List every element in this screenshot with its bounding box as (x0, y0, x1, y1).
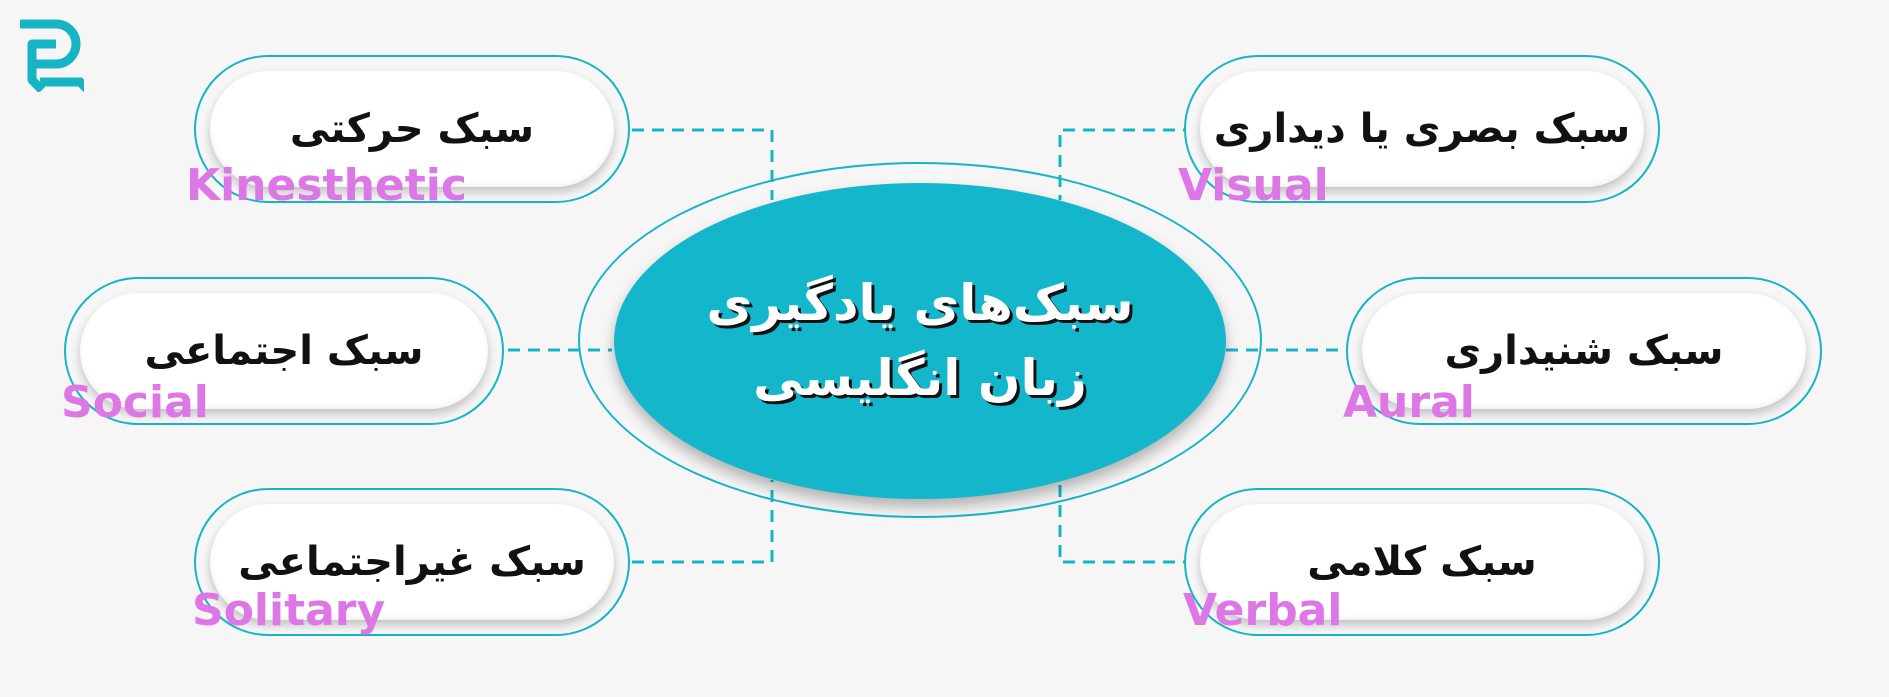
central-topic-outline (578, 162, 1262, 518)
node-kinesthetic-english-label: Kinesthetic (186, 160, 467, 211)
node-verbal: سبک کلامی (1184, 488, 1660, 636)
connector-verbal (1058, 480, 1195, 564)
connector-kinesthetic (612, 128, 774, 200)
connector-solitary (612, 480, 774, 564)
node-kinesthetic-label: سبک حرکتی (289, 106, 535, 152)
node-aural: سبک شنیداری (1346, 277, 1822, 425)
node-visual-english-label: Visual (1178, 160, 1329, 211)
node-aural-label: سبک شنیداری (1444, 328, 1724, 374)
central-topic-line-2: زبان انگلیسی (753, 349, 1087, 407)
node-verbal-label: سبک کلامی (1307, 539, 1537, 585)
node-solitary-english-label: Solitary (192, 585, 386, 636)
node-social-english-label: Social (61, 377, 209, 428)
node-kinesthetic: سبک حرکتی (194, 55, 630, 203)
node-social-label: سبک اجتماعی (144, 328, 424, 374)
brand-logo-icon (20, 19, 84, 92)
central-topic-line-1: سبک‌های یادگیری (706, 274, 1134, 332)
node-visual: سبک بصری یا دیداری (1184, 55, 1660, 203)
node-visual-label: سبک بصری یا دیداری (1213, 106, 1631, 152)
node-solitary: سبک غیراجتماعی (194, 488, 630, 636)
node-verbal-english-label: Verbal (1183, 585, 1343, 636)
node-social: سبک اجتماعی (64, 277, 504, 425)
node-solitary-label: سبک غیراجتماعی (238, 539, 586, 585)
node-aural-english-label: Aural (1343, 377, 1475, 428)
central-topic: سبک‌های یادگیری زبان انگلیسی (614, 183, 1226, 499)
